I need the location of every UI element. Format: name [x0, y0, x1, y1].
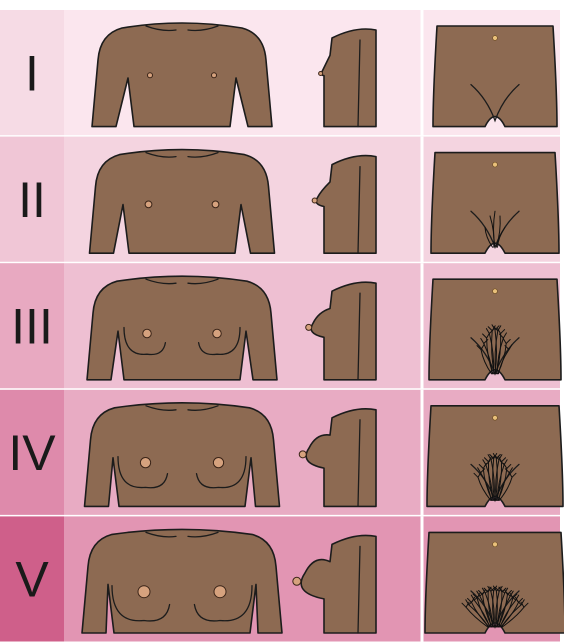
stage-label: I [25, 45, 39, 101]
side-areola [306, 324, 312, 330]
left-areola [140, 457, 150, 467]
left-areola [148, 73, 153, 78]
front-torso [82, 529, 282, 633]
stage-row: IV [0, 390, 563, 517]
stage-label: IV [8, 425, 56, 481]
pubic-region [429, 279, 561, 380]
side-areola [319, 72, 323, 76]
side-areola [299, 451, 306, 458]
right-areola [212, 201, 219, 208]
right-areola [212, 73, 217, 78]
pubic-region-outline [433, 26, 557, 127]
side-areola [312, 198, 317, 203]
stage-label: V [15, 552, 49, 608]
pubic-region [431, 153, 559, 254]
stage-row: V [0, 516, 564, 643]
left-areola [143, 329, 152, 338]
side-areola [293, 577, 301, 585]
stage-label: III [11, 299, 53, 355]
navel [493, 415, 498, 420]
front-torso-outline [92, 23, 272, 127]
navel [493, 542, 498, 547]
right-areola [214, 586, 226, 598]
stage-rows: IIIIIIIVV [0, 10, 564, 643]
right-areola [213, 457, 223, 467]
front-torso-outline [82, 529, 282, 633]
stage-label: II [18, 172, 46, 228]
navel [493, 36, 498, 41]
left-areola [138, 586, 150, 598]
navel [493, 289, 498, 294]
pubic-region [433, 26, 557, 127]
stage-row: II [0, 137, 560, 264]
front-torso [90, 150, 275, 254]
stage-row: III [0, 263, 561, 390]
pubic-region [425, 532, 564, 633]
pubic-region [427, 406, 563, 507]
right-areola [213, 329, 222, 338]
pubic-region-outline [431, 153, 559, 254]
stage-row: I [0, 10, 560, 137]
front-torso [92, 23, 272, 127]
navel [493, 162, 498, 167]
front-torso-outline [90, 150, 275, 254]
left-areola [145, 201, 152, 208]
